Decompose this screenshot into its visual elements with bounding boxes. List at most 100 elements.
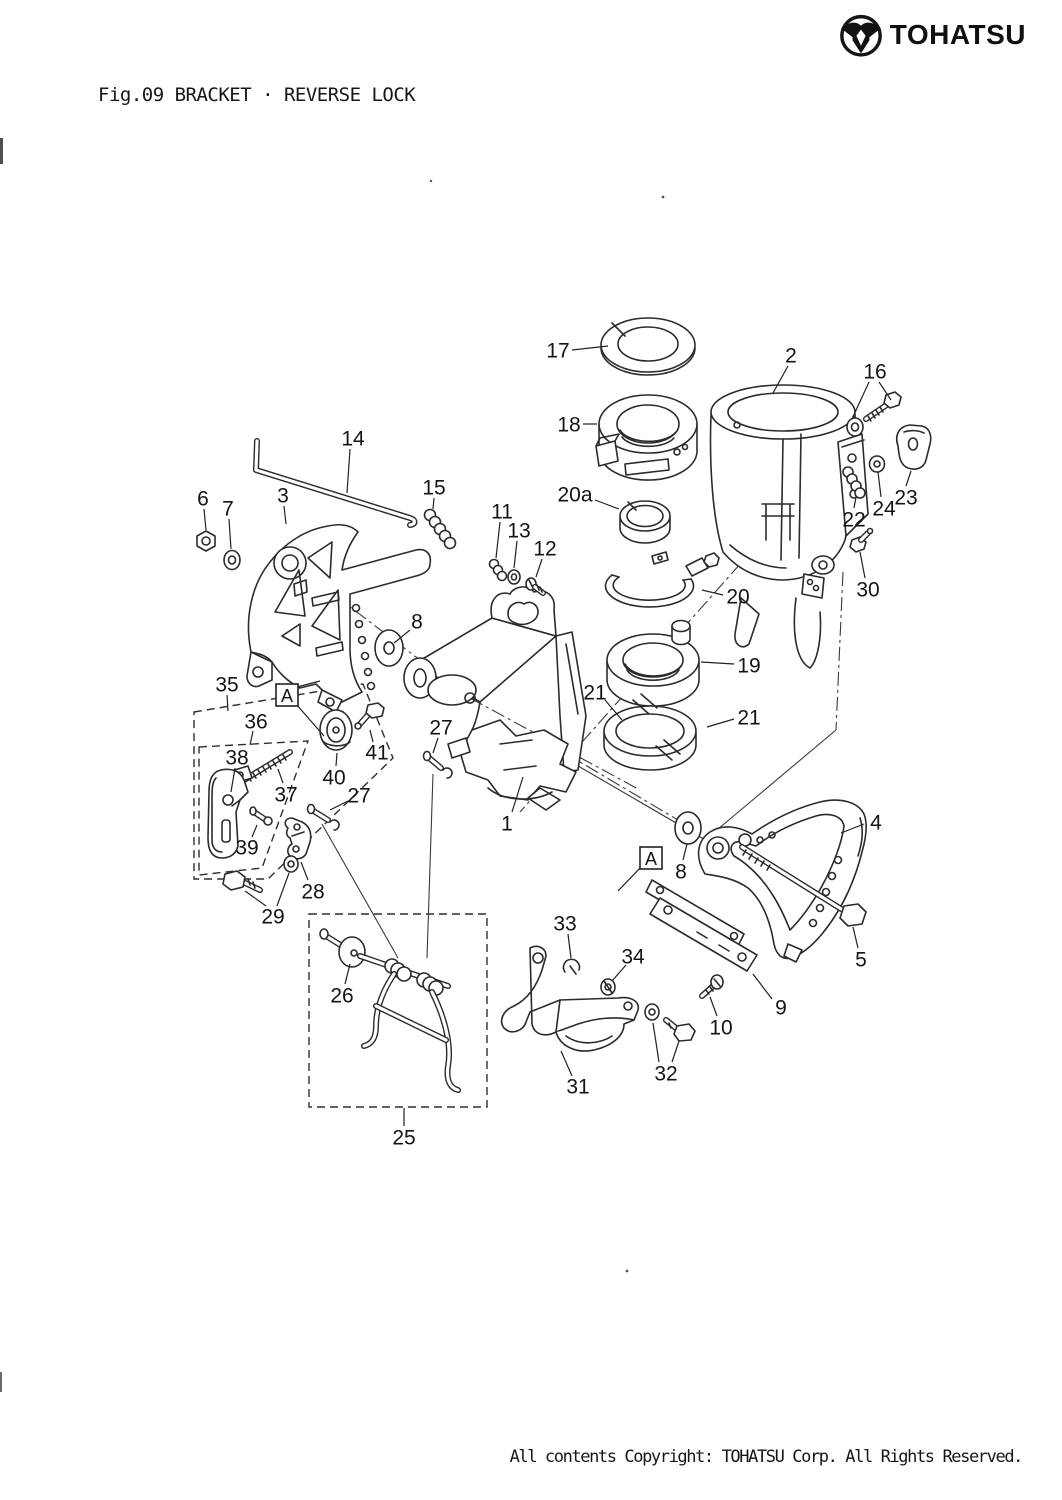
callout-label: 38	[225, 747, 248, 770]
part-20a-ring-art	[619, 500, 671, 544]
part-23-lever-art	[895, 424, 932, 470]
callout-19: 19	[700, 655, 761, 678]
callout-label: 6	[197, 488, 209, 511]
callout-18: 18	[557, 414, 597, 437]
leader-line	[295, 703, 325, 737]
part-33-clip-art	[562, 958, 581, 975]
leader-line	[249, 730, 254, 746]
leader-line	[296, 680, 321, 688]
leader-line	[511, 776, 524, 813]
leader-line	[859, 551, 866, 579]
part-6-nut-art	[196, 530, 216, 552]
part-3-stern-bracket-left-art	[246, 524, 432, 713]
callout-label: 34	[621, 946, 645, 969]
callout-31: 31	[560, 1050, 590, 1099]
callout-label: 9	[775, 997, 787, 1020]
callout-8: 8	[393, 611, 423, 644]
leader-line	[560, 1050, 573, 1077]
part-5-bolt-art	[739, 844, 867, 927]
part-30-grease-nipple-art	[849, 527, 874, 553]
callout-label: 3	[277, 485, 289, 508]
callout-label: 39	[235, 837, 258, 860]
callout-label: 12	[533, 538, 556, 561]
callout-label: 30	[856, 579, 879, 602]
ref-box	[275, 683, 299, 707]
callout-5: 5	[852, 926, 867, 972]
part-4-stern-bracket-right-art	[697, 799, 867, 963]
callout-a-ref: A	[617, 846, 663, 892]
callout-39: 39	[235, 824, 259, 860]
leader-line	[700, 661, 735, 665]
callout-6: 6	[197, 488, 209, 531]
callout-27: 27	[429, 717, 453, 754]
part-12-screw-art	[525, 577, 546, 596]
scan-edge-mark-top	[0, 138, 3, 164]
part-1-swivel-bracket-art	[403, 586, 587, 811]
callout-30: 30	[856, 551, 880, 602]
part-17-ring-art	[600, 317, 696, 376]
part-38-lock-hook-art	[207, 768, 249, 859]
part-11-spring-art	[488, 558, 508, 582]
part-27-pin-lower-art	[306, 803, 340, 831]
leader-line	[513, 540, 518, 569]
callout-label: 21	[737, 707, 760, 730]
callout-36: 36	[244, 711, 268, 746]
callout-label: 14	[341, 428, 365, 451]
callout-1: 1	[501, 776, 524, 836]
callout-label: 37	[274, 784, 297, 807]
part-19-mount-ring-art	[606, 619, 700, 707]
callout-label: 26	[330, 985, 353, 1008]
part-15-spring-art	[423, 508, 457, 550]
leader-line	[277, 768, 284, 784]
callout-23: 23	[894, 470, 918, 510]
callout-14: 14	[341, 428, 365, 494]
part-29-bolt-washer-art	[222, 855, 299, 893]
callout-label: 2	[785, 345, 797, 368]
leader-line	[671, 1040, 680, 1063]
leader-line	[226, 694, 229, 712]
callout-21: 21	[583, 682, 623, 721]
callout-label: 18	[557, 414, 580, 437]
tohatsu-emblem-icon	[839, 14, 882, 57]
callout-label: 35	[215, 674, 238, 697]
leader-line	[535, 558, 543, 578]
brand-name: TOHATSU	[889, 19, 1026, 50]
callout-label: 22	[842, 509, 865, 532]
callout-28: 28	[300, 861, 325, 904]
callout-label: 1	[501, 813, 513, 836]
callout-24: 24	[872, 471, 896, 521]
part-26-pin-art	[319, 928, 366, 968]
leader-line	[230, 767, 236, 793]
callout-label: 20a	[557, 484, 592, 507]
callout-11: 11	[491, 501, 513, 559]
callout-label: 17	[546, 340, 569, 363]
callout-17: 17	[546, 340, 609, 363]
leader-line	[283, 505, 287, 525]
leader-line	[567, 933, 572, 959]
callout-label: 25	[392, 1127, 415, 1150]
leader-line	[393, 629, 411, 644]
callout-label: 40	[322, 767, 345, 790]
part-34-lock-washer-art	[600, 978, 616, 996]
leader-line	[571, 345, 609, 351]
part-7-washer-art	[223, 549, 241, 571]
callout-label: 31	[566, 1076, 589, 1099]
callout-9: 9	[752, 973, 787, 1020]
leader-line	[244, 890, 267, 907]
callout-label: 41	[365, 742, 388, 765]
part-28-bracket-art	[284, 817, 312, 860]
callout-3: 3	[277, 485, 289, 525]
part-39-pin-art	[249, 806, 273, 826]
callout-37: 37	[274, 768, 298, 807]
leader-line	[611, 964, 627, 982]
part-8-washer-left-art	[374, 629, 404, 667]
leader-line	[652, 1022, 660, 1063]
leader-line	[709, 996, 718, 1017]
figure-title: Fig.09 BRACKET · REVERSE LOCK	[98, 84, 416, 106]
callout-8: 8	[675, 843, 688, 884]
callout-label: 10	[709, 1017, 732, 1040]
callout-33: 33	[553, 913, 577, 959]
leader-line	[752, 973, 773, 1000]
part-9-plates-art	[645, 879, 758, 972]
